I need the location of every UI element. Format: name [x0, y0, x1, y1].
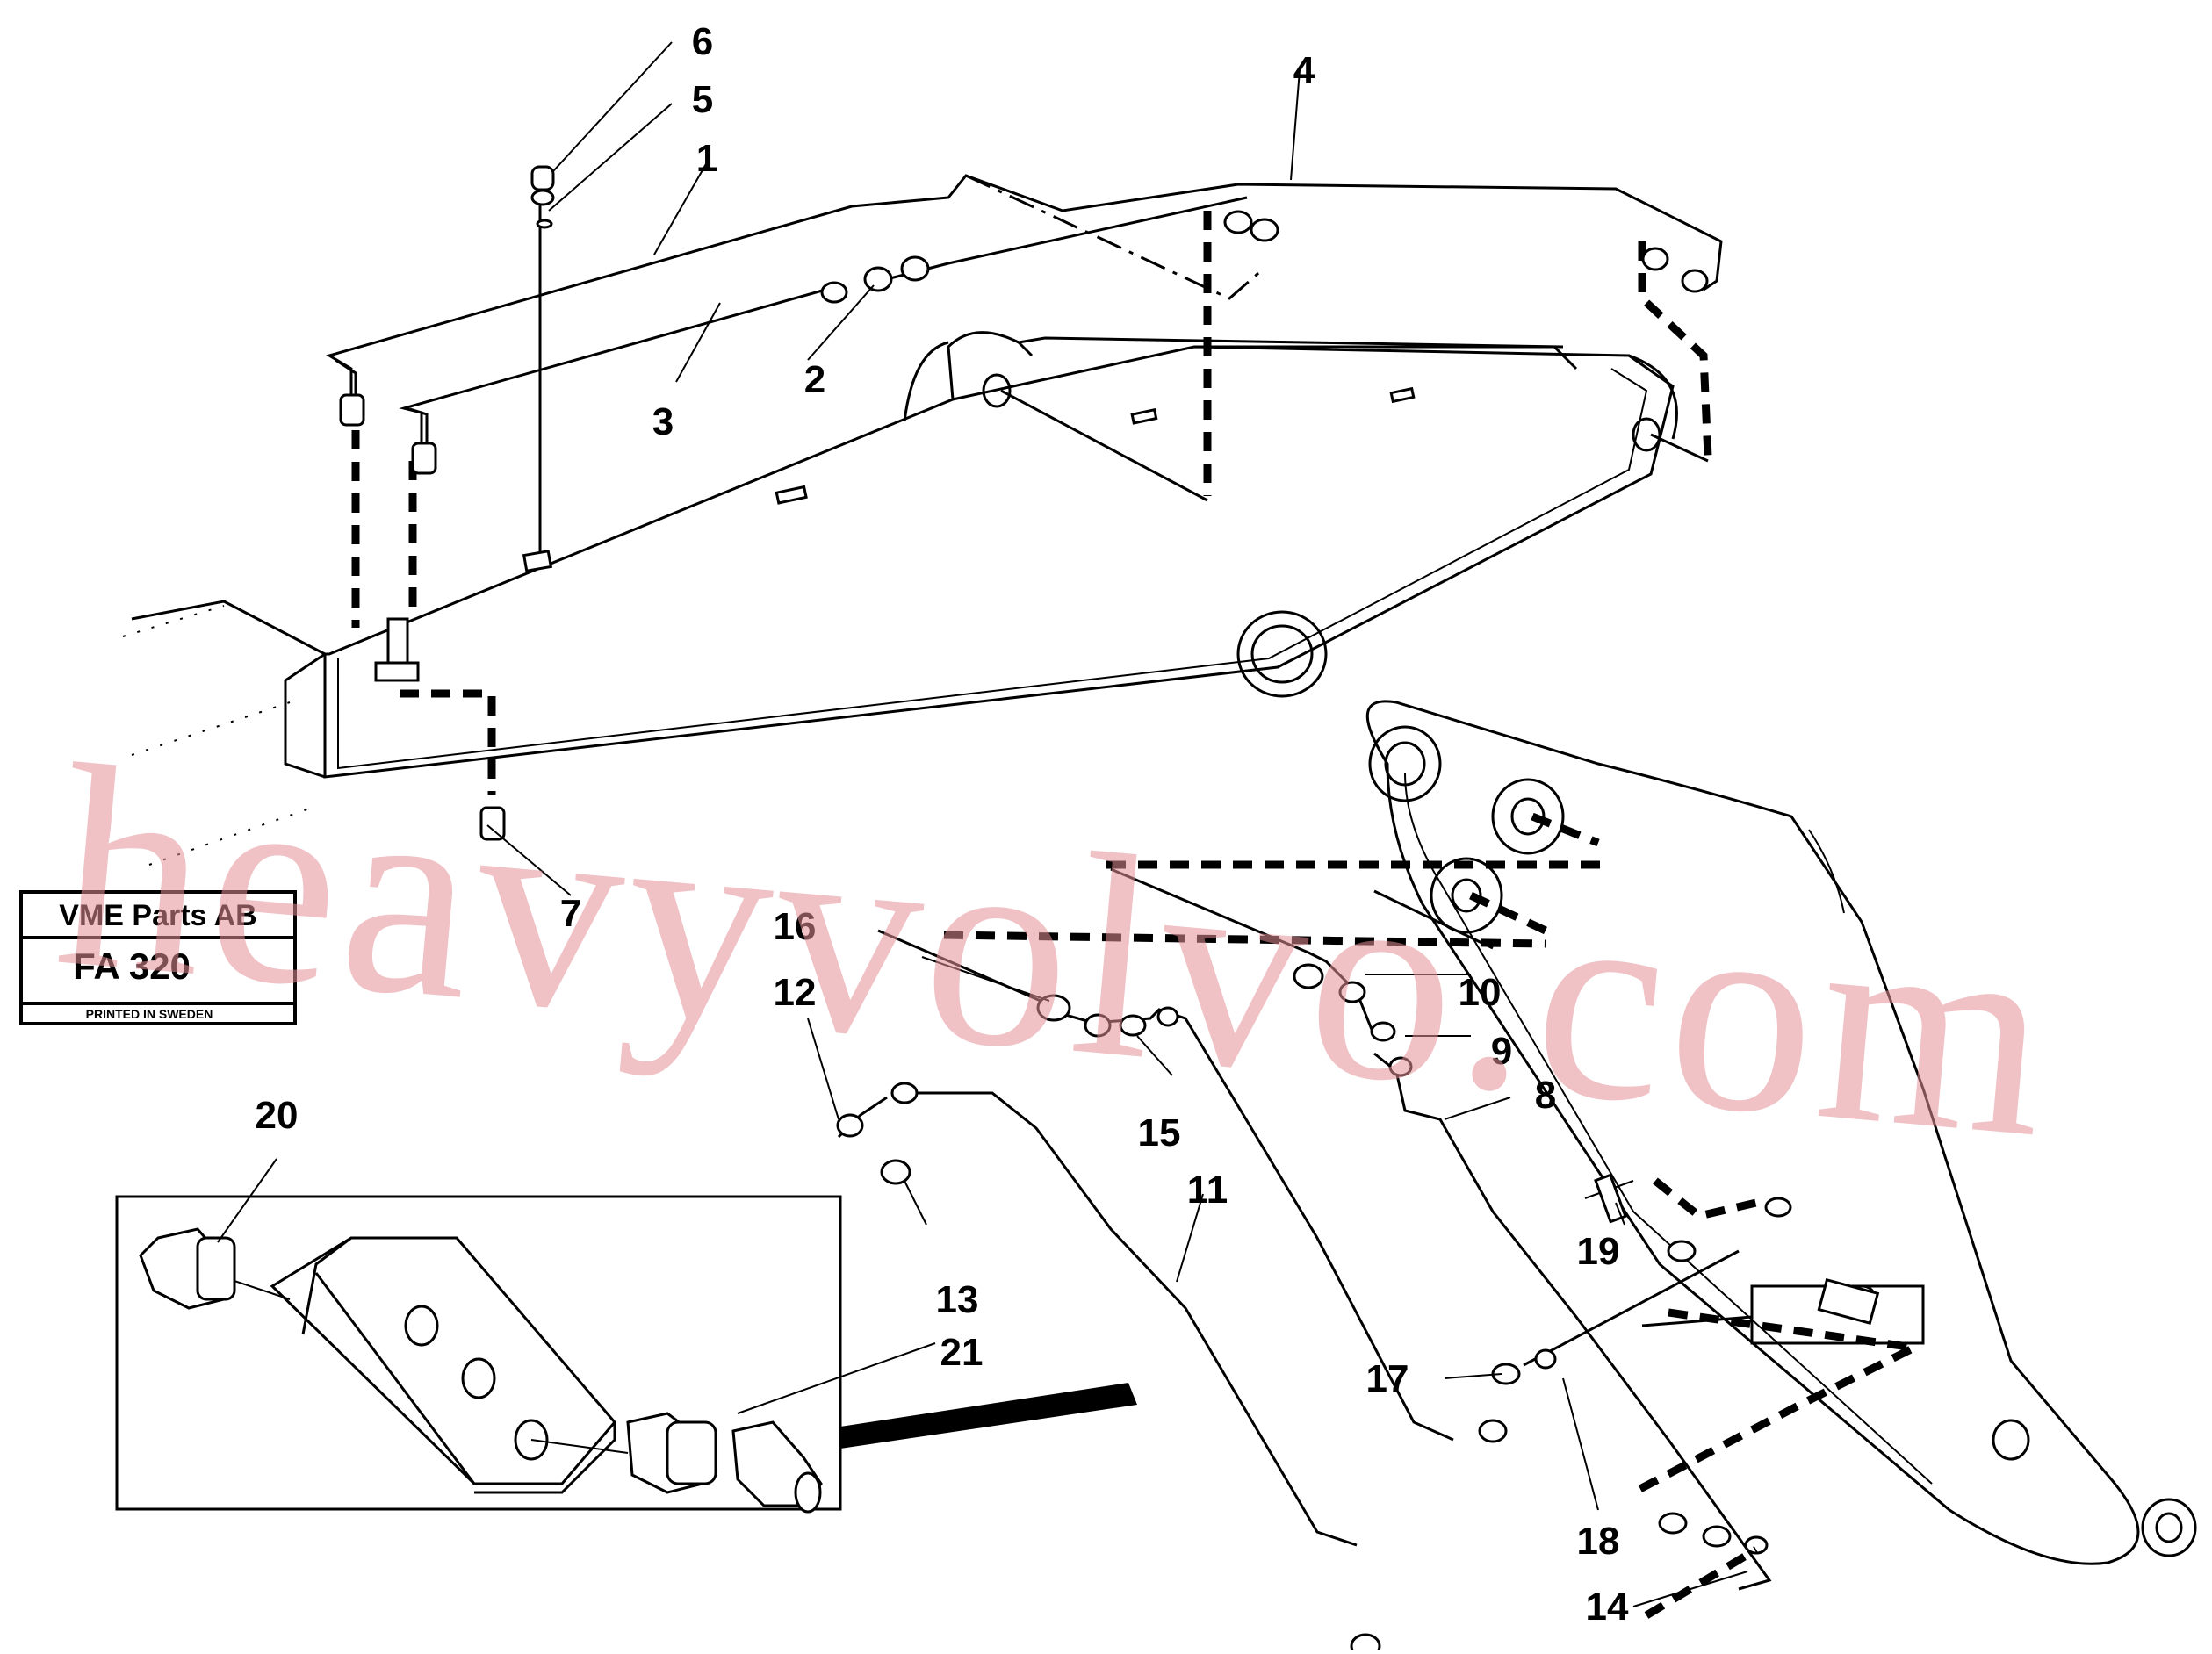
callout-3: 3 [652, 400, 674, 443]
leader-lines [217, 41, 1748, 1607]
boom-pipes [326, 165, 1723, 841]
callout-18: 18 [1577, 1520, 1620, 1563]
watermark: heavyvolvo.com [47, 705, 2064, 1198]
stamp-printed: PRINTED IN SWEDEN [86, 1007, 213, 1021]
callout-21: 21 [940, 1331, 984, 1374]
stamp-company: VME Parts AB [59, 899, 256, 932]
callout-1: 1 [696, 137, 717, 180]
stamp-code: FA 320 [73, 946, 191, 987]
callout-11: 11 [1187, 1169, 1228, 1212]
detail-inset [115, 1195, 1137, 1514]
callout-8: 8 [1535, 1074, 1556, 1117]
dipper-arm [1365, 700, 2197, 1565]
callout-14: 14 [1586, 1586, 1629, 1629]
boom-body [122, 331, 1678, 866]
arm-pipes [836, 860, 1927, 1654]
callout-19: 19 [1577, 1230, 1620, 1273]
callout-17: 17 [1366, 1357, 1409, 1400]
callout-7: 7 [560, 892, 581, 935]
callout-9: 9 [1491, 1030, 1512, 1073]
callout-15: 15 [1138, 1111, 1181, 1154]
callout-13: 13 [936, 1278, 979, 1321]
title-stamp: VME Parts AB FA 320 PRINTED IN SWEDEN [19, 890, 297, 1025]
callout-4: 4 [1293, 49, 1315, 92]
callout-16: 16 [774, 905, 817, 948]
callout-6: 6 [692, 20, 713, 63]
callout-2: 2 [804, 358, 825, 401]
callout-12: 12 [774, 971, 817, 1014]
callout-10: 10 [1459, 971, 1502, 1014]
callout-5: 5 [692, 78, 713, 121]
callouts: 6 5 1 4 2 3 7 16 12 10 9 8 15 11 13 19 2… [256, 20, 1629, 1629]
callout-20: 20 [256, 1094, 299, 1137]
